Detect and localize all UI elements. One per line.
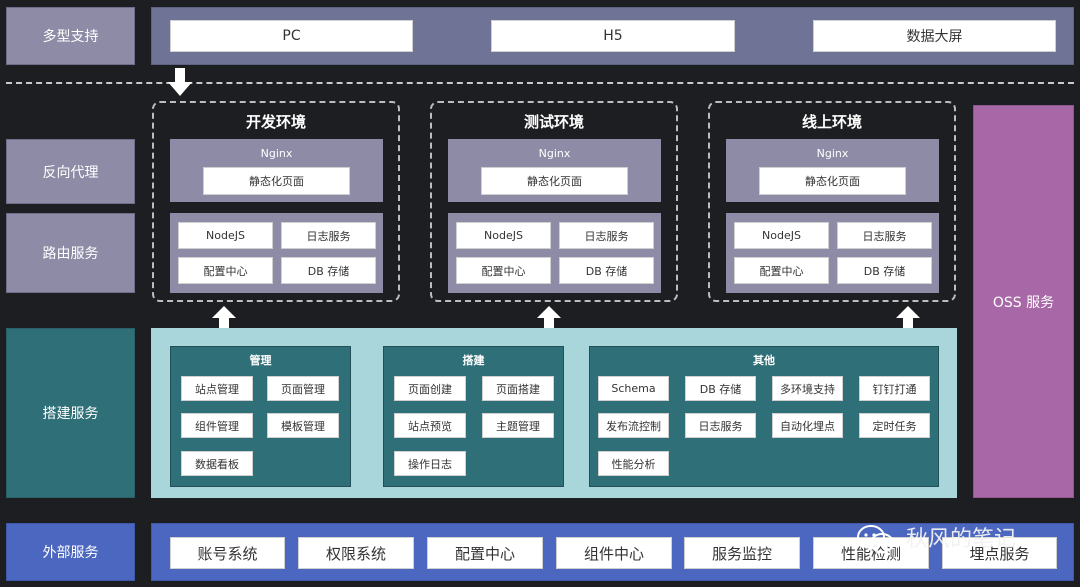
env-dev-db-storage: DB 存储 <box>281 257 376 284</box>
item-performance-analysis: 性能分析 <box>598 451 669 476</box>
item-template-manage: 模板管理 <box>267 413 339 438</box>
ext-component-center: 组件中心 <box>556 537 672 569</box>
panel-manage-title: 管理 <box>249 354 272 367</box>
ext-config-center: 配置中心 <box>427 537 543 569</box>
item-log-service: 日志服务 <box>685 413 756 438</box>
env-test-log-service: 日志服务 <box>559 222 654 249</box>
env-test-nginx-label: Nginx <box>538 146 571 160</box>
item-page-manage: 页面管理 <box>267 376 339 401</box>
label-external-service: 外部服务 <box>6 523 135 581</box>
panel-other-title: 其他 <box>753 354 775 367</box>
wechat-icon <box>857 525 894 553</box>
client-data-screen: 数据大屏 <box>813 20 1056 52</box>
item-theme-manage: 主题管理 <box>482 413 554 438</box>
label-reverse-proxy: 反向代理 <box>6 139 135 204</box>
env-dev-log-service: 日志服务 <box>281 222 376 249</box>
up-arrow-icon <box>896 306 920 334</box>
env-test-config-center: 配置中心 <box>456 257 551 284</box>
ext-account-system: 账号系统 <box>170 537 285 569</box>
ext-permission-system: 权限系统 <box>298 537 414 569</box>
item-release-flow: 发布流控制 <box>598 413 669 438</box>
item-page-create: 页面创建 <box>394 376 466 401</box>
item-site-preview: 站点预览 <box>394 413 466 438</box>
env-test-db-storage: DB 存储 <box>559 257 654 284</box>
up-arrow-icon <box>212 306 236 334</box>
env-prod-db-storage: DB 存储 <box>837 257 932 284</box>
item-dingtalk: 钉钉打通 <box>859 376 930 401</box>
label-routing-service: 路由服务 <box>6 213 135 293</box>
env-prod <box>708 101 956 302</box>
label-multi-support: 多型支持 <box>6 7 135 65</box>
item-site-manage: 站点管理 <box>181 376 253 401</box>
down-arrow-icon <box>168 68 192 96</box>
env-test-title: 测试环境 <box>523 112 584 131</box>
item-component-manage: 组件管理 <box>181 413 253 438</box>
env-dev-nodejs: NodeJS <box>178 222 273 249</box>
env-prod-nginx-label: Nginx <box>816 146 849 160</box>
client-pc: PC <box>170 20 413 52</box>
item-auto-tracking: 自动化埋点 <box>772 413 843 438</box>
ext-tracking-service: 埋点服务 <box>942 537 1057 569</box>
panel-construct-title: 搭建 <box>462 354 485 367</box>
env-dev-static-page: 静态化页面 <box>203 167 350 195</box>
env-test <box>430 101 678 302</box>
env-prod-title: 线上环境 <box>801 112 862 131</box>
env-prod-config-center: 配置中心 <box>734 257 829 284</box>
item-db-storage: DB 存储 <box>685 376 756 401</box>
env-prod-nodejs: NodeJS <box>734 222 829 249</box>
item-operation-log: 操作日志 <box>394 451 466 476</box>
env-dev <box>152 101 400 302</box>
item-multi-env: 多环境支持 <box>772 376 843 401</box>
env-test-static-page: 静态化页面 <box>481 167 628 195</box>
item-page-build: 页面搭建 <box>482 376 554 401</box>
client-h5: H5 <box>491 20 735 52</box>
label-build-service: 搭建服务 <box>6 328 135 498</box>
env-dev-config-center: 配置中心 <box>178 257 273 284</box>
env-prod-static-page: 静态化页面 <box>759 167 906 195</box>
env-prod-log-service: 日志服务 <box>837 222 932 249</box>
env-dev-title: 开发环境 <box>245 112 306 131</box>
ext-service-monitor: 服务监控 <box>684 537 800 569</box>
up-arrow-icon <box>537 306 561 334</box>
watermark-text: 秋风的笔记 <box>906 527 1017 552</box>
separator-line <box>6 82 1074 84</box>
env-dev-nginx-label: Nginx <box>260 146 293 160</box>
env-test-nodejs: NodeJS <box>456 222 551 249</box>
item-scheduled-task: 定时任务 <box>859 413 930 438</box>
oss-service: OSS 服务 <box>973 105 1074 498</box>
ext-performance-detect: 性能检测 <box>813 537 929 569</box>
item-data-dashboard: 数据看板 <box>181 451 253 476</box>
item-schema: Schema <box>598 376 669 401</box>
